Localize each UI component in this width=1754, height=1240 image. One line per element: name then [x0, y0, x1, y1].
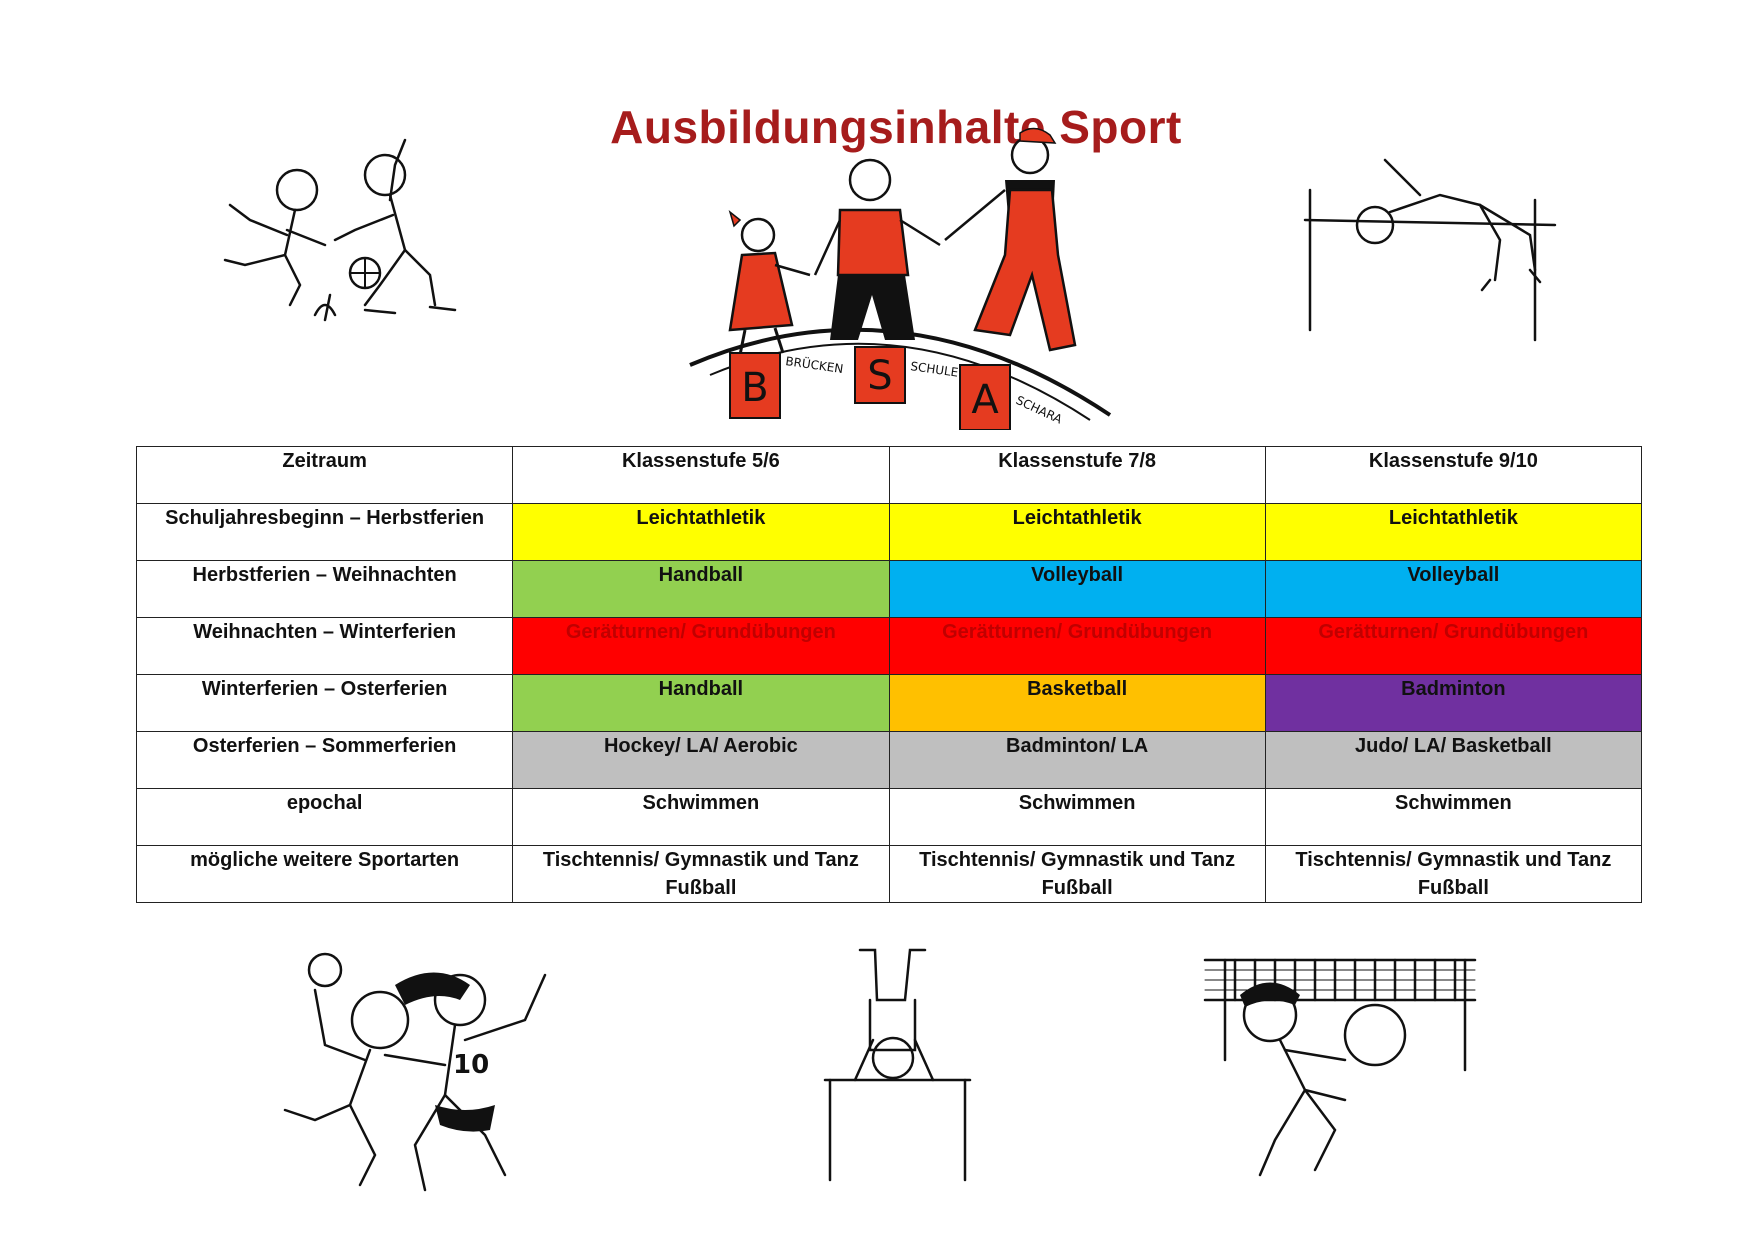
column-header-klasse-7-8: Klassenstufe 7/8 — [888, 446, 1266, 504]
period-cell: mögliche weitere Sportarten — [135, 845, 514, 903]
sport-cell: Badminton/ LA — [888, 731, 1266, 789]
sport-cell: Tischtennis/ Gymnastik und Tanz Fußball — [512, 845, 890, 903]
table-row: Winterferien – Osterferien Handball Bask… — [135, 674, 1643, 732]
page-title: Ausbildungsinhalte Sport — [610, 101, 1182, 153]
sport-cell: Volleyball — [1264, 560, 1643, 618]
sport-cell: Leichtathletik — [888, 503, 1266, 561]
sport-line: Fußball — [1041, 877, 1113, 899]
table-row: mögliche weitere Sportarten Tischtennis/… — [135, 845, 1643, 903]
handball-players-illustration: 10 — [283, 952, 547, 1192]
sport-cell: Schwimmen — [888, 788, 1266, 846]
table-row: Osterferien – Sommerferien Hockey/ LA/ A… — [135, 731, 1643, 789]
volleyball-player-illustration — [1203, 958, 1477, 1177]
logo-word-schule: SCHULE — [910, 359, 960, 380]
table-header-row: Zeitraum Klassenstufe 5/6 Klassenstufe 7… — [135, 446, 1643, 504]
sport-line: Tischtennis/ Gymnastik und Tanz — [919, 849, 1236, 871]
column-header-klasse-5-6: Klassenstufe 5/6 — [512, 446, 890, 504]
sport-cell: Handball — [512, 674, 890, 732]
sport-line: Tischtennis/ Gymnastik und Tanz — [1295, 849, 1612, 871]
high-jump-illustration — [1303, 158, 1557, 342]
sport-cell: Schwimmen — [1264, 788, 1643, 846]
sport-cell: Basketball — [888, 674, 1266, 732]
period-cell: epochal — [135, 788, 514, 846]
sport-cell: Schwimmen — [512, 788, 890, 846]
sport-cell: Badminton — [1264, 674, 1643, 732]
logo-letter-a: A — [971, 377, 999, 423]
period-cell: Schuljahresbeginn – Herbstferien — [135, 503, 514, 561]
volleyball-icon — [1343, 1003, 1407, 1067]
period-cell: Winterferien – Osterferien — [135, 674, 514, 732]
sport-cell: Handball — [512, 560, 890, 618]
logo-letter-b: B — [741, 365, 768, 411]
table-row: Herbstferien – Weihnachten Handball Voll… — [135, 560, 1643, 618]
sport-cell: Tischtennis/ Gymnastik und Tanz Fußball — [888, 845, 1266, 903]
sport-line: Fußball — [665, 877, 737, 899]
sport-cell: Leichtathletik — [1264, 503, 1643, 561]
sport-line: Fußball — [1417, 877, 1489, 899]
sports-plan-table: Zeitraum Klassenstufe 5/6 Klassenstufe 7… — [135, 446, 1643, 903]
sport-cell: Gerätturnen/ Grundübungen — [1264, 617, 1643, 675]
period-cell: Osterferien – Sommerferien — [135, 731, 514, 789]
school-logo: B S A BRÜCKEN SCHULE SCHARA — [689, 127, 1112, 430]
sport-cell: Gerätturnen/ Grundübungen — [888, 617, 1266, 675]
logo-word-bruecken: BRÜCKEN — [785, 352, 845, 376]
sport-cell: Gerätturnen/ Grundübungen — [512, 617, 890, 675]
table-row: Weihnachten – Winterferien Gerätturnen/ … — [135, 617, 1643, 675]
logo-word-schara: SCHARA — [1014, 393, 1065, 427]
period-cell: Weihnachten – Winterferien — [135, 617, 514, 675]
handball-icon — [307, 952, 343, 988]
jersey-number: 10 — [453, 1050, 489, 1080]
sport-cell: Leichtathletik — [512, 503, 890, 561]
sport-line: Tischtennis/ Gymnastik und Tanz — [542, 849, 859, 871]
handstand-bar-illustration — [823, 948, 972, 1182]
table-row: Schuljahresbeginn – Herbstferien Leichta… — [135, 503, 1643, 561]
sport-cell: Hockey/ LA/ Aerobic — [512, 731, 890, 789]
sport-cell: Volleyball — [888, 560, 1266, 618]
sport-cell: Judo/ LA/ Basketball — [1264, 731, 1643, 789]
period-cell: Herbstferien – Weihnachten — [135, 560, 514, 618]
kids-playing-ball-illustration — [223, 138, 457, 322]
column-header-klasse-9-10: Klassenstufe 9/10 — [1264, 446, 1643, 504]
table-row: epochal Schwimmen Schwimmen Schwimmen — [135, 788, 1643, 846]
sport-cell: Tischtennis/ Gymnastik und Tanz Fußball — [1264, 845, 1643, 903]
logo-letter-s: S — [867, 353, 892, 399]
column-header-zeitraum: Zeitraum — [135, 446, 514, 504]
